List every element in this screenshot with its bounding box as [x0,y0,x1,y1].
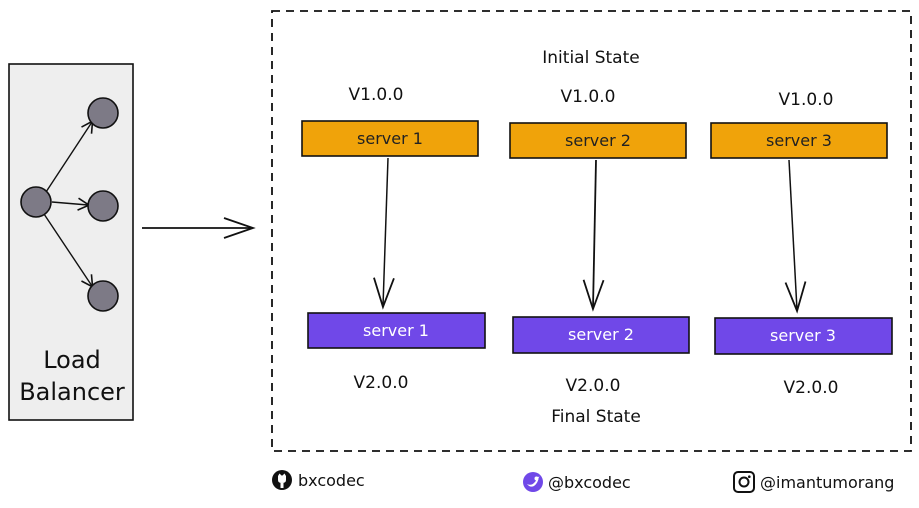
github-handle: bxcodec [298,471,365,490]
final-version-3: V2.0.0 [784,378,839,398]
final-version-1: V2.0.0 [354,373,409,393]
load-balancer: Load Balancer [8,63,134,421]
initial-server-3: server 3 [710,122,888,159]
cluster-dashed-border [271,10,912,452]
final-version-2: V2.0.0 [566,376,621,396]
final-state-label: Final State [551,407,641,427]
upgrade-arrow-3 [784,159,807,314]
initial-version-3: V1.0.0 [779,90,834,110]
instagram-icon [733,471,755,493]
lb-node-target-3 [87,280,119,312]
final-server-1-label: server 1 [363,321,429,340]
final-server-3: server 3 [714,317,893,355]
footer: bxcodec @bxcodec @imantumorang [272,470,894,493]
github-icon [272,470,292,490]
final-server-3-label: server 3 [770,326,836,345]
load-balancer-label-line2: Balancer [19,378,125,406]
twitter-link[interactable]: @bxcodec [523,472,631,492]
lb-node-source [20,186,52,218]
upgrade-arrow-2 [582,159,605,312]
initial-server-2: server 2 [509,122,687,159]
lb-node-target-1 [87,97,119,129]
final-server-1: server 1 [307,312,486,349]
upgrade-arrow-1 [373,157,395,310]
initial-server-1-label: server 1 [357,129,423,148]
final-server-2-label: server 2 [568,325,634,344]
initial-server-1: server 1 [301,120,479,157]
instagram-link[interactable]: @imantumorang [733,471,894,493]
twitter-icon [523,472,543,492]
lb-edge-top [45,119,94,193]
twitter-handle: @bxcodec [548,473,631,492]
load-balancer-label-line1: Load [43,346,101,374]
lb-node-target-2 [87,190,119,222]
initial-server-2-label: server 2 [565,131,631,150]
deployment-cluster: Initial State V1.0.0 V1.0.0 V1.0.0 serve… [271,10,912,452]
lb-edge-middle [51,197,91,211]
initial-version-1: V1.0.0 [349,85,404,105]
instagram-handle: @imantumorang [760,473,894,492]
initial-server-3-label: server 3 [766,131,832,150]
initial-state-label: Initial State [542,48,639,68]
initial-version-2: V1.0.0 [561,87,616,107]
github-link[interactable]: bxcodec [272,470,365,490]
final-server-2: server 2 [512,316,690,354]
lb-edge-bottom [43,213,94,289]
